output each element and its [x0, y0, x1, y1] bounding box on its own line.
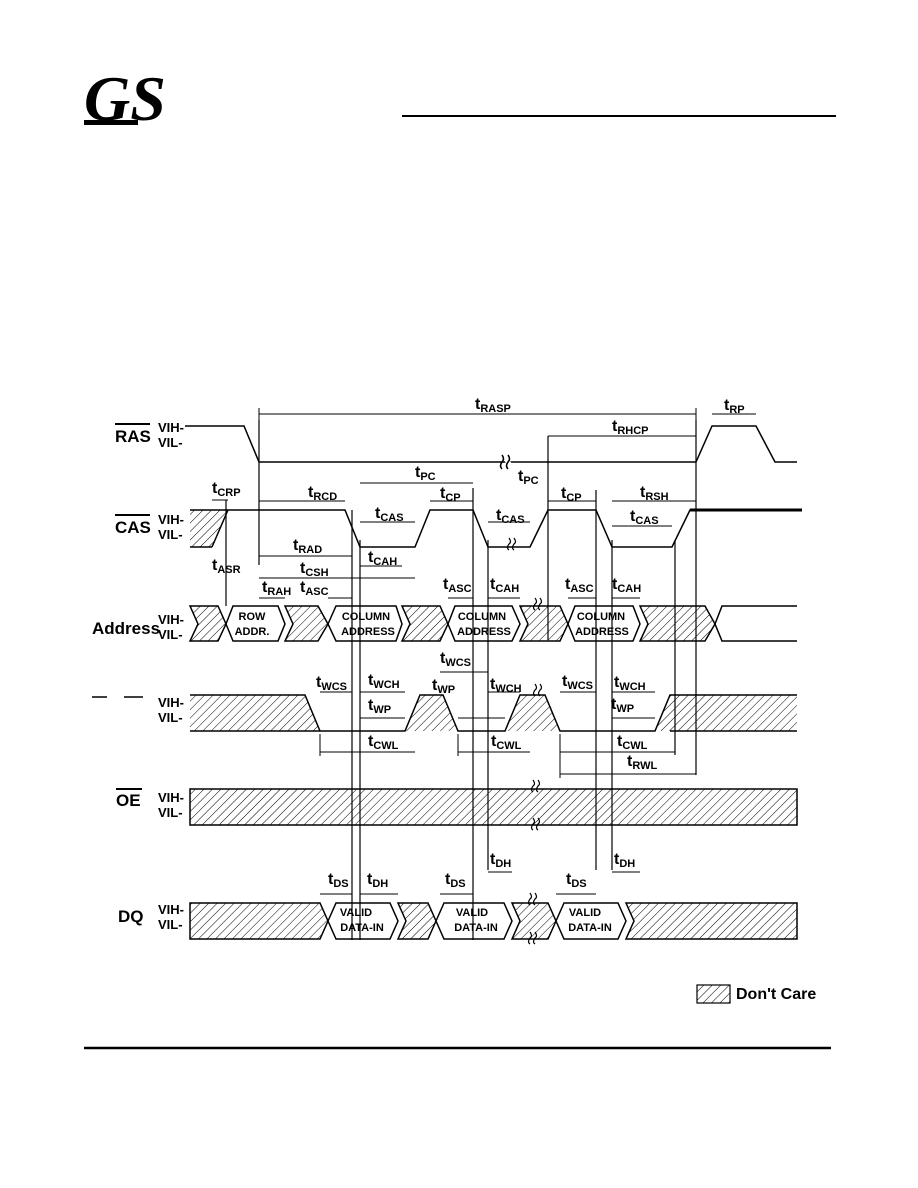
timing-tcah-2: tCAH: [490, 576, 519, 595]
signal-ras-label: RAS: [115, 427, 151, 446]
timing-tpc-2: tPC: [518, 468, 539, 487]
valid-2-label-1: VALID: [456, 907, 488, 919]
oe-vih-label: VIH-: [158, 790, 184, 805]
company-logo: GS: [84, 63, 166, 134]
timing-tcwl-2: tCWL: [491, 733, 522, 752]
timing-tds-2: tDS: [445, 871, 466, 890]
cas-vil-label: VIL-: [158, 527, 183, 542]
addr-vil-label: VIL-: [158, 627, 183, 642]
timing-tcas-3: tCAS: [630, 508, 659, 527]
timing-trcd: tRCD: [308, 484, 337, 503]
timing-twp-1: tWP: [432, 677, 455, 696]
timing-tdh-3: tDH: [614, 851, 635, 870]
timing-tcp-1: tCP: [440, 485, 461, 504]
ras-waveform: [185, 425, 797, 470]
we-vil-label: VIL-: [158, 710, 183, 725]
timing-twcs-3: tWCS: [562, 673, 593, 692]
timing-tcwl-3: tCWL: [617, 733, 648, 752]
timing-tasc-1: tASC: [300, 579, 329, 598]
valid-3-label-2: DATA-IN: [568, 922, 612, 934]
ras-vih-label: VIH-: [158, 420, 184, 435]
valid-1-label-1: VALID: [340, 907, 372, 919]
timing-trah: tRAH: [262, 579, 291, 598]
oe-waveform: [189, 788, 798, 826]
timing-tdh-2: tDH: [490, 851, 511, 870]
dimension-lines: [212, 408, 756, 895]
timing-tcah-3: tCAH: [612, 576, 641, 595]
valid-1-label-2: DATA-IN: [340, 922, 384, 934]
col-addr-1-label-1: COLUMN: [342, 611, 390, 623]
row-addr-label-1: ROW: [239, 611, 267, 623]
timing-twch-1: tWCH: [368, 672, 400, 691]
timing-tcas-1: tCAS: [375, 505, 404, 524]
timing-twp-3: tWP: [611, 696, 634, 715]
valid-3-label-1: VALID: [569, 907, 601, 919]
dq-vih-label: VIH-: [158, 902, 184, 917]
timing-tcp-2: tCP: [561, 485, 582, 504]
timing-tasc-2: tASC: [443, 576, 472, 595]
ras-vil-label: VIL-: [158, 435, 183, 450]
dq-vil-label: VIL-: [158, 917, 183, 932]
signal-cas-label: CAS: [115, 518, 151, 537]
col-addr-3-label-1: COLUMN: [577, 611, 625, 623]
dq-waveform: [189, 902, 798, 940]
oe-vil-label: VIL-: [158, 805, 183, 820]
cas-vih-label: VIH-: [158, 512, 184, 527]
signal-address-label: Address: [92, 619, 160, 638]
timing-trasp: tRASP: [475, 396, 511, 415]
we-vih-label: VIH-: [158, 695, 184, 710]
timing-twch-3: tWCH: [614, 674, 646, 693]
timing-tcas-2: tCAS: [496, 507, 525, 526]
timing-twch-2: tWCH: [490, 676, 522, 695]
timing-tcwl-1: tCWL: [368, 733, 399, 752]
we-waveform: [190, 694, 797, 732]
timing-trad: tRAD: [293, 537, 322, 556]
timing-tpc-1: tPC: [415, 464, 436, 483]
timing-tcsh: tCSH: [300, 560, 329, 579]
addr-vih-label: VIH-: [158, 612, 184, 627]
col-addr-2-label-1: COLUMN: [458, 611, 506, 623]
signal-dq-label: DQ: [118, 907, 144, 926]
reference-lines: [225, 420, 697, 940]
legend-swatch: [696, 984, 731, 1004]
timing-trwl: tRWL: [627, 753, 657, 772]
timing-tasc-3: tASC: [565, 576, 594, 595]
address-waveform: [188, 605, 797, 642]
legend: Don't Care: [696, 984, 816, 1004]
timing-tdh-1: tDH: [367, 871, 388, 890]
timing-twcs-2: tWCS: [440, 650, 471, 669]
timing-tcah-1: tCAH: [368, 549, 397, 568]
col-addr-1-label-2: ADDRESS: [341, 626, 395, 638]
legend-dont-care-label: Don't Care: [736, 986, 816, 1003]
timing-twcs-1: tWCS: [316, 674, 347, 693]
break-marks: [506, 537, 543, 945]
timing-twp-2: tWP: [368, 697, 391, 716]
timing-tds-3: tDS: [566, 871, 587, 890]
timing-tds-1: tDS: [328, 871, 349, 890]
timing-tcrp: tCRP: [212, 480, 241, 499]
timing-trp: tRP: [724, 397, 745, 416]
timing-trsh: tRSH: [640, 484, 669, 503]
col-addr-2-label-2: ADDRESS: [457, 626, 511, 638]
timing-trhcp: tRHCP: [612, 418, 649, 437]
valid-2-label-2: DATA-IN: [454, 922, 498, 934]
row-addr-label-2: ADDR.: [235, 626, 270, 638]
col-addr-3-label-2: ADDRESS: [575, 626, 629, 638]
signal-oe-label: OE: [116, 791, 141, 810]
